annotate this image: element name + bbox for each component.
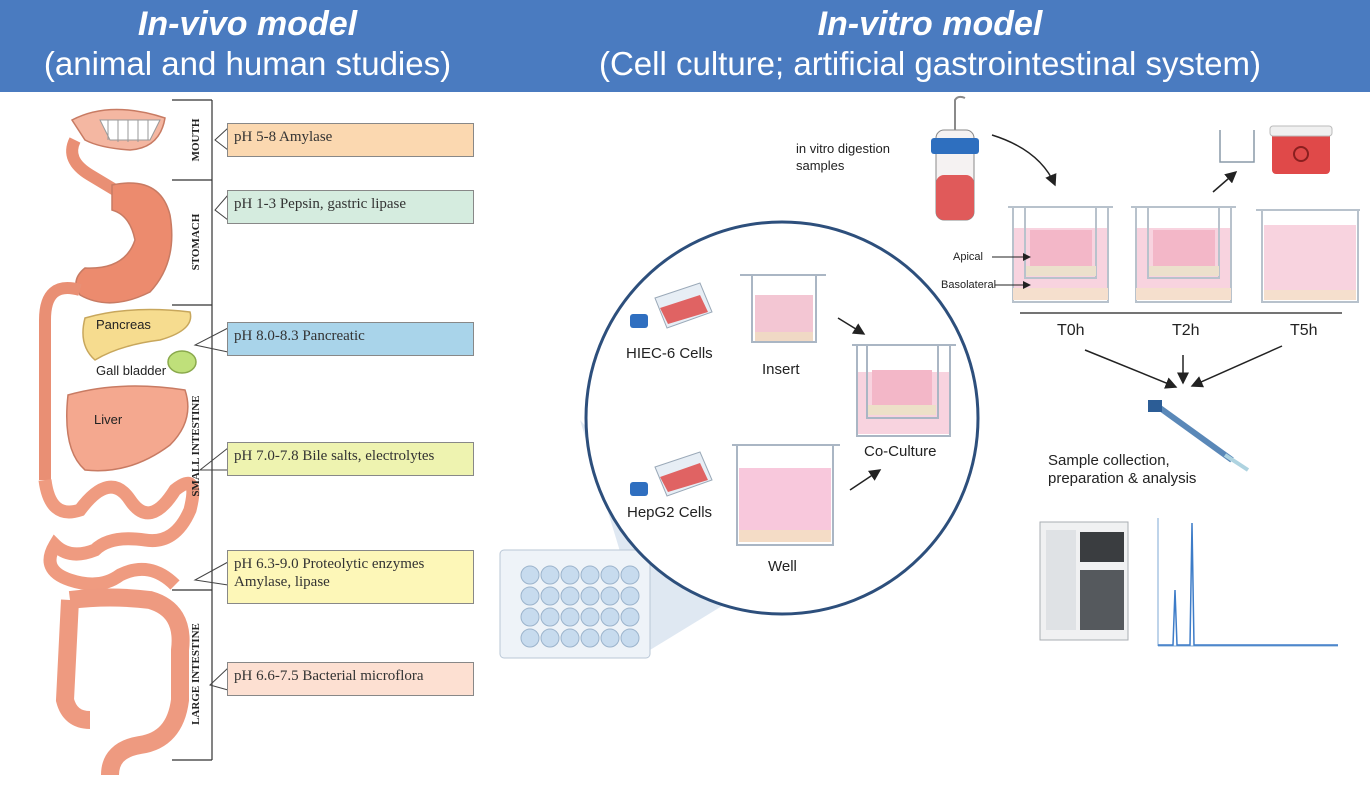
ph-box-large-intestine-text: pH 6.6-7.5 Bacterial microflora xyxy=(234,668,424,684)
basolateral-label: Basolateral xyxy=(941,279,997,291)
waste-bin-illustration xyxy=(1269,125,1333,174)
section-label-large-intestine: LARGE INTESTINE xyxy=(190,623,202,725)
ph-box-stomach: pH 1-3 Pepsin, gastric lipase xyxy=(227,190,474,224)
coculture-illustration xyxy=(852,344,956,437)
transwell-t5-illustration xyxy=(1256,209,1360,303)
insert-removed-illustration xyxy=(1219,130,1255,163)
insert-illustration xyxy=(740,274,826,343)
stomach-illustration xyxy=(75,182,173,304)
section-label-mouth: MOUTH xyxy=(190,118,202,162)
gall-bladder-illustration xyxy=(167,350,197,374)
gi-tract-illustration xyxy=(38,108,200,776)
ph-box-pancreas: pH 8.0-8.3 Pancreatic xyxy=(227,322,474,356)
ph-box-bile-text: pH 7.0-7.8 Bile salts, electrolytes xyxy=(234,448,435,464)
ph-box-mouth-text: pH 5-8 Amylase xyxy=(234,129,333,145)
ph-box-bile: pH 7.0-7.8 Bile salts, electrolytes xyxy=(227,442,474,476)
ph-box-mouth: pH 5-8 Amylase xyxy=(227,123,474,157)
ph-box-small-intestine: pH 6.3-9.0 Proteolytic enzymes Amylase, … xyxy=(227,550,474,604)
ph-box-small-intestine-text: pH 6.3-9.0 Proteolytic enzymes xyxy=(234,556,425,572)
invivo-subtitle: (animal and human studies) xyxy=(43,45,452,82)
ph-box-pancreas-text: pH 8.0-8.3 Pancreatic xyxy=(234,328,365,344)
hiec-label: HIEC-6 Cells xyxy=(626,345,713,362)
invivo-title: In-vivo model xyxy=(137,5,358,43)
invivo-header: In-vivo model (animal and human studies) xyxy=(0,4,495,84)
digestion-vessel-illustration xyxy=(931,95,979,221)
pancreas-illustration xyxy=(82,308,192,361)
organ-label-liver: Liver xyxy=(94,412,123,427)
section-label-stomach: STOMACH xyxy=(190,213,202,271)
sample-label-line1: Sample collection, xyxy=(1048,452,1170,469)
timepoint-t0: T0h xyxy=(1057,322,1085,339)
ph-box-stomach-text: pH 1-3 Pepsin, gastric lipase xyxy=(234,196,407,212)
coculture-label: Co-Culture xyxy=(864,443,937,460)
ph-box-small-intestine-text2: Amylase, lipase xyxy=(234,574,330,590)
hepg2-label: HepG2 Cells xyxy=(627,504,713,521)
analyzer-illustration xyxy=(1039,521,1129,641)
sample-label-line2: preparation & analysis xyxy=(1048,470,1197,487)
digestion-label-line1: in vitro digestion xyxy=(796,141,890,156)
hiec-flask-illustration xyxy=(630,282,713,329)
large-intestine-illustration xyxy=(68,588,190,776)
invitro-header: In-vitro model (Cell culture; artificial… xyxy=(535,4,1325,84)
apical-label: Apical xyxy=(953,251,983,263)
organ-label-pancreas: Pancreas xyxy=(96,317,151,332)
timepoint-t2: T2h xyxy=(1172,322,1200,339)
timepoint-t5: T5h xyxy=(1290,322,1318,339)
well-label: Well xyxy=(768,558,797,575)
liver-illustration xyxy=(66,385,189,472)
transwell-t0-illustration xyxy=(1008,206,1113,303)
small-intestine-illustration xyxy=(38,476,200,591)
insert-label: Insert xyxy=(762,361,800,378)
invitro-title: In-vitro model xyxy=(817,5,1043,43)
invitro-subtitle: (Cell culture; artificial gastrointestin… xyxy=(598,45,1262,82)
ph-box-large-intestine: pH 6.6-7.5 Bacterial microflora xyxy=(227,662,474,696)
header-bar xyxy=(0,0,1370,92)
chromatogram xyxy=(1157,518,1338,647)
section-bracket xyxy=(172,99,213,761)
well-illustration xyxy=(732,444,840,546)
digestion-label-line2: samples xyxy=(796,158,845,173)
transwell-t2-illustration xyxy=(1131,206,1236,303)
hepg2-flask-illustration xyxy=(630,451,713,497)
section-label-small-intestine: SMALL INTESTINE xyxy=(190,395,202,497)
organ-label-gall-bladder: Gall bladder xyxy=(96,363,167,378)
pipette-illustration xyxy=(1148,400,1250,472)
